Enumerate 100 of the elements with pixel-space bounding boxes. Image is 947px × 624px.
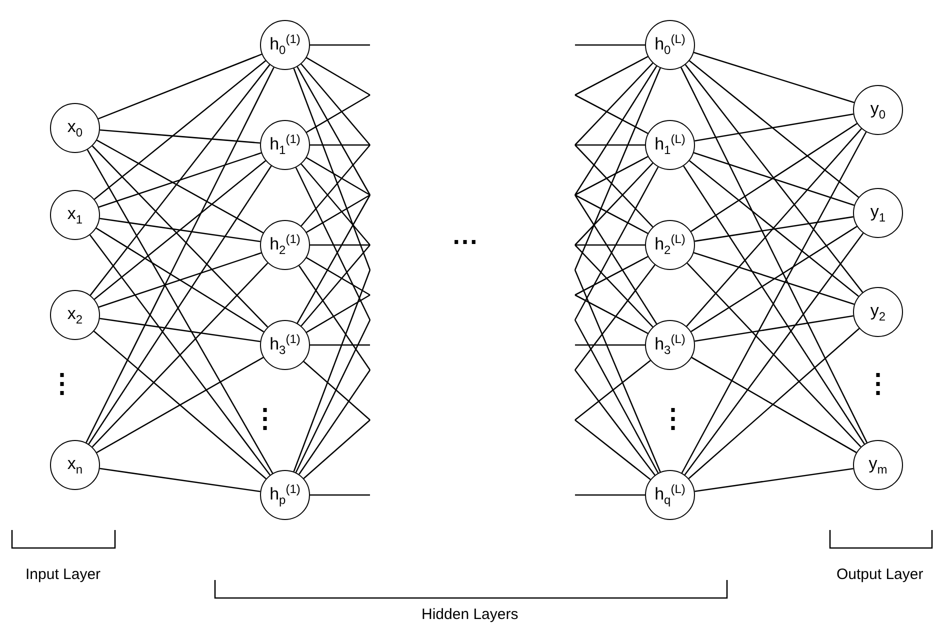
connection-line (295, 167, 371, 320)
layer-label: Output Layer (836, 567, 924, 582)
connection-line (574, 166, 659, 320)
connection-line (98, 54, 262, 120)
connection-line (574, 94, 648, 134)
connection-line (300, 64, 370, 146)
neuron-circle: x$_{1}$ (50, 190, 100, 240)
connection-line (684, 64, 864, 293)
connection-line (86, 149, 274, 474)
connection-line (574, 162, 654, 246)
connection-line (92, 146, 268, 328)
connection-line (574, 144, 654, 228)
connection-line (683, 166, 865, 444)
layer-label: Hidden Layers (422, 607, 518, 622)
connection-line (306, 194, 370, 233)
connection-line (694, 52, 854, 104)
connection-line (310, 244, 370, 246)
connection-line (100, 218, 260, 242)
connection-line (694, 315, 854, 342)
connection-line (684, 232, 864, 476)
connection-line (574, 56, 648, 96)
connection-line (694, 252, 854, 305)
connection-line (303, 361, 370, 420)
ellipsis: ⋮ (49, 370, 75, 396)
neuron-circle: y$_{1}$ (853, 188, 903, 238)
connection-line (688, 328, 860, 479)
connection-line (690, 123, 858, 232)
connection-line (574, 194, 648, 234)
connection-line (686, 128, 862, 327)
connection-line (691, 356, 857, 454)
connection-line (681, 132, 867, 474)
ellipsis: ⋮ (865, 370, 891, 396)
ellipsis: ⋮ (252, 405, 278, 431)
connection-line (575, 244, 645, 246)
connection-line (100, 129, 260, 144)
connection-line (306, 294, 370, 333)
connection-line (303, 420, 370, 479)
connection-line (300, 144, 370, 226)
connection-line (98, 152, 262, 208)
connection-line (680, 67, 868, 443)
connection-line (92, 262, 268, 448)
neuron-circle: x$_{0}$ (50, 103, 100, 153)
connection-line (574, 62, 654, 146)
connection-line (300, 164, 370, 246)
neuron-circle: x$_{n}$ (50, 440, 100, 490)
connection-line (574, 264, 656, 370)
connection-line (689, 160, 859, 297)
connection-line (574, 68, 661, 270)
connection-line (310, 144, 370, 146)
connection-line (574, 156, 648, 196)
connection-line (296, 194, 371, 324)
connection-line (89, 234, 271, 476)
neuron-circle: y$_{0}$ (853, 85, 903, 135)
connection-line (310, 344, 370, 346)
connection-line (94, 160, 266, 300)
connection-line (306, 57, 370, 96)
connection-line (86, 67, 274, 443)
ellipsis: ⋮ (660, 405, 686, 431)
connection-line (694, 468, 854, 492)
connection-line (574, 370, 656, 476)
connection-line (298, 370, 371, 475)
connection-line (293, 68, 371, 270)
connection-line (96, 228, 264, 332)
connection-line (310, 494, 370, 496)
connection-line (574, 419, 651, 480)
connection-line (306, 257, 370, 296)
connection-line (574, 256, 648, 296)
connection-line (100, 468, 260, 492)
connection-line (689, 60, 859, 198)
connection-line (575, 344, 645, 346)
connection-line (293, 270, 371, 472)
connection-line (574, 194, 658, 324)
connection-line (574, 294, 648, 334)
connection-line (574, 244, 654, 328)
connection-line (574, 320, 659, 474)
connection-line (100, 318, 260, 342)
connection-line (575, 494, 645, 496)
connection-line (96, 356, 264, 454)
connection-line (98, 252, 262, 308)
connection-line (90, 64, 270, 296)
connection-line (694, 216, 854, 242)
neuron-circle: y$_{m}$ (853, 440, 903, 490)
connection-line (94, 330, 266, 480)
connection-line (94, 60, 266, 200)
connection-line (690, 226, 858, 332)
connection-line (306, 94, 370, 133)
connection-line (300, 244, 370, 326)
connection-line (88, 166, 272, 444)
connection-line (296, 66, 371, 196)
neuron-circle: x$_{2}$ (50, 290, 100, 340)
connection-line (575, 144, 645, 146)
connection-line (575, 44, 645, 46)
connection-line (694, 113, 854, 142)
connection-line (686, 262, 862, 448)
ellipsis: ⋯ (452, 228, 478, 254)
connection-line (310, 44, 370, 46)
connection-line (306, 157, 370, 196)
connection-line (574, 270, 661, 472)
connection-line (574, 66, 658, 196)
layer-label: Input Layer (26, 567, 101, 582)
